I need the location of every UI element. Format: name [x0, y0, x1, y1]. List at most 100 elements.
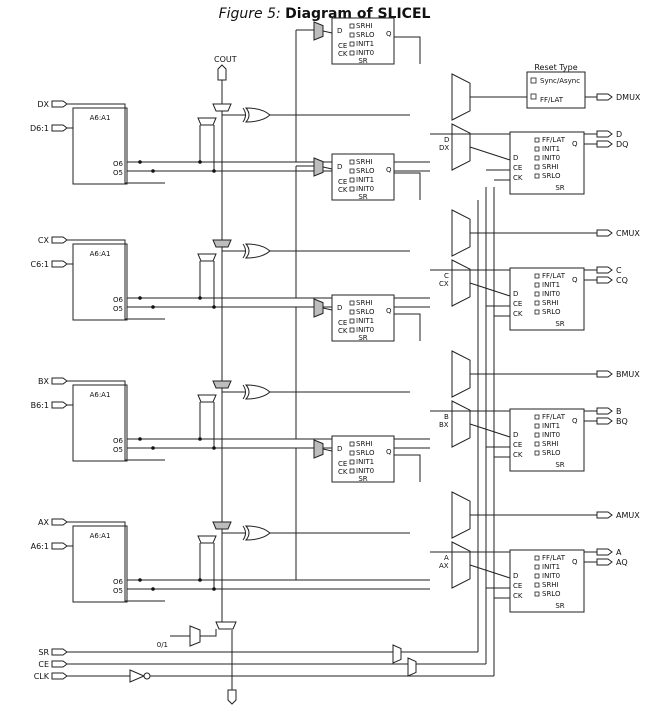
cin-port	[227, 689, 237, 705]
a-output-ff-d-pin: D	[513, 572, 518, 580]
c61-input-port	[51, 260, 68, 268]
a-lut-label: A6:A1	[90, 532, 111, 540]
junction-dot	[151, 446, 155, 450]
d-latch-opt-label: INIT0	[356, 49, 374, 57]
b-latch-d-wire	[322, 307, 333, 311]
c-latch-opt-box	[349, 168, 355, 174]
carry-init-hmux	[215, 621, 237, 630]
junction-dot	[212, 587, 216, 591]
c-output-ff-opt-box	[534, 273, 540, 279]
a-output-ff-opt-label: SRLO	[542, 590, 561, 598]
d-latch-opt-box	[349, 23, 355, 29]
d-output-ff-opt-box	[534, 173, 540, 179]
cx-input-port	[51, 236, 68, 244]
junction-dot	[151, 169, 155, 173]
b-output-ff-opt-box	[534, 423, 540, 429]
c-output-port	[596, 266, 613, 274]
a-lut-o6-pin: O6	[113, 578, 124, 586]
c-lut-label: A6:A1	[90, 250, 111, 258]
figure-number: Figure 5:	[218, 6, 281, 22]
c-output-ff-sr-pin: SR	[555, 320, 564, 328]
d-output-ff-opt-label: SRLO	[542, 172, 561, 180]
a-output-ff-opt-box	[534, 573, 540, 579]
a-latch-opt-label: SRLO	[356, 449, 375, 457]
ce-input-port	[51, 660, 68, 668]
dq-output-label: DQ	[616, 140, 628, 149]
a-latch-opt-label: INIT1	[356, 458, 374, 466]
c-latch-q-wire	[394, 172, 421, 200]
d-latch-opt-box	[349, 41, 355, 47]
junction-dot	[212, 446, 216, 450]
d61-input-label: D6:1	[30, 124, 49, 133]
c-mux-letter-top: C	[444, 272, 449, 280]
reset-opt1-label: Sync/Async	[540, 77, 580, 85]
a-lut-o5-pin: O5	[113, 587, 123, 595]
c-output-ff-d-pin: D	[513, 290, 518, 298]
a-latch-d-wire	[322, 448, 333, 452]
b-output-port	[596, 407, 613, 415]
d-output-ff-opt-box	[534, 155, 540, 161]
a-carry-mux	[212, 521, 232, 530]
junction-dot	[151, 305, 155, 309]
bx-input-port	[51, 377, 68, 385]
b-output-ff-opt-label: INIT0	[542, 431, 560, 439]
a-output-port	[596, 548, 613, 556]
b-output-ff-opt-box	[534, 450, 540, 456]
c-carry-mux	[212, 239, 232, 248]
clk-input-port	[51, 672, 68, 680]
a-latch-opt-box	[349, 459, 355, 465]
b-outmux-lower	[451, 400, 471, 448]
c-latch-in-mux	[313, 157, 324, 177]
c-carry-xor	[244, 243, 271, 259]
a-output-label: A	[616, 548, 622, 557]
a-latch-opt-label: SRHI	[356, 440, 373, 448]
a-latch-ck-pin: CK	[338, 468, 348, 476]
c-latch-opt-label: INIT0	[356, 185, 374, 193]
c-output-ff-opt-box	[534, 309, 540, 315]
b-latch-opt-box	[349, 327, 355, 333]
b-latch-sr-pin: SR	[358, 334, 367, 342]
junction-dot	[138, 160, 142, 164]
c-output-ff-opt-label: SRHI	[542, 299, 559, 307]
c-output-ff-opt-box	[534, 291, 540, 297]
a-carry-sel-mux	[197, 535, 217, 544]
c-output-ff-opt-box	[534, 300, 540, 306]
c-latch-opt-label: INIT1	[356, 176, 374, 184]
junction-dot	[198, 296, 202, 300]
a-latch-q-wire	[394, 454, 421, 482]
a-latch-sr-pin: SR	[358, 475, 367, 483]
a-output-ff	[509, 549, 585, 613]
b-lut-o5-pin: O5	[113, 446, 123, 454]
b-lut	[72, 384, 128, 462]
b-output-ff-q-pin: Q	[572, 417, 578, 425]
d-ff-d-wire	[469, 146, 511, 161]
a-output-ff-opt-label: INIT0	[542, 572, 560, 580]
reset-type-box	[526, 71, 586, 109]
d-latch-q-wire	[394, 36, 421, 64]
bmux-output-port	[596, 370, 613, 378]
junction-dot	[198, 160, 202, 164]
d-output-ff-ck-pin: CK	[513, 174, 523, 182]
a-output-ff-opt-box	[534, 564, 540, 570]
bq-output-label: BQ	[616, 417, 628, 426]
c-carry-sel-mux	[197, 253, 217, 262]
d-latch	[331, 17, 395, 65]
sr-input-label: SR	[38, 648, 49, 657]
junction-dot	[198, 437, 202, 441]
b-latch-in-mux	[313, 298, 324, 318]
b-lut-label: A6:A1	[90, 391, 111, 399]
b-latch-q-pin: Q	[386, 307, 392, 315]
b-latch-d-pin: D	[337, 304, 342, 312]
clk-inverter-bubble	[143, 672, 151, 680]
a-output-ff-opt-box	[534, 555, 540, 561]
a-latch	[331, 435, 395, 483]
d-latch-opt-label: SRLO	[356, 31, 375, 39]
d-carry-mux	[212, 103, 232, 112]
ax-input-label: AX	[38, 518, 49, 527]
bx-route-wire	[67, 380, 165, 461]
d-latch-opt-box	[349, 32, 355, 38]
b-latch-opt-box	[349, 309, 355, 315]
a-mux-letter-bottom: AX	[439, 562, 449, 570]
c-latch	[331, 153, 395, 201]
d-lut-o5-pin: O5	[113, 169, 123, 177]
